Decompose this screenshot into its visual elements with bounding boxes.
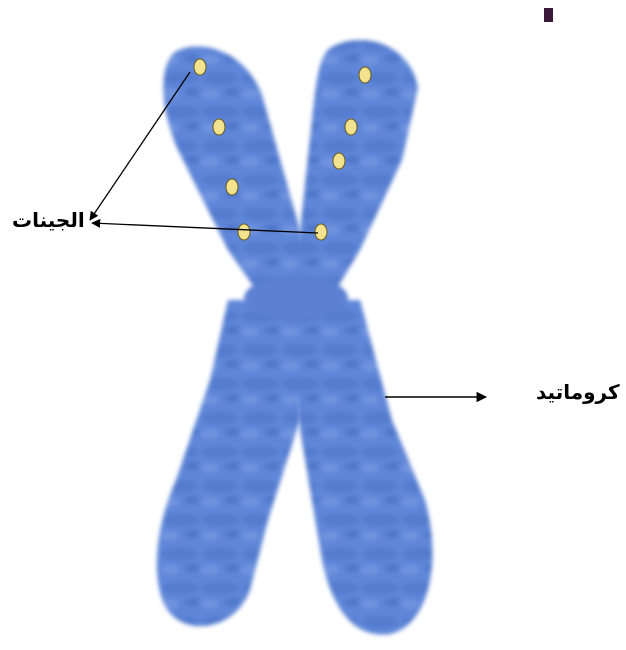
gene-dot [333,153,345,169]
chromatid-two-upper-arm [290,40,418,300]
centromere [244,276,348,320]
genes-label: الجينات [12,208,85,232]
corner-mark [544,8,553,22]
gene-dot [238,224,250,240]
gene-dot [194,59,206,75]
chromatid-label: كروماتيد [536,380,620,404]
chromatid-one-lower-arm [288,300,432,635]
gene-dot [315,224,327,240]
gene-dot [359,67,371,83]
genes-arrow-diagonal [90,72,190,220]
chromatid-two-lower-arm [157,300,300,626]
chromatid-one-upper-arm [163,46,315,310]
gene-dot [345,119,357,135]
gene-dot [226,179,238,195]
gene-dot [213,119,225,135]
